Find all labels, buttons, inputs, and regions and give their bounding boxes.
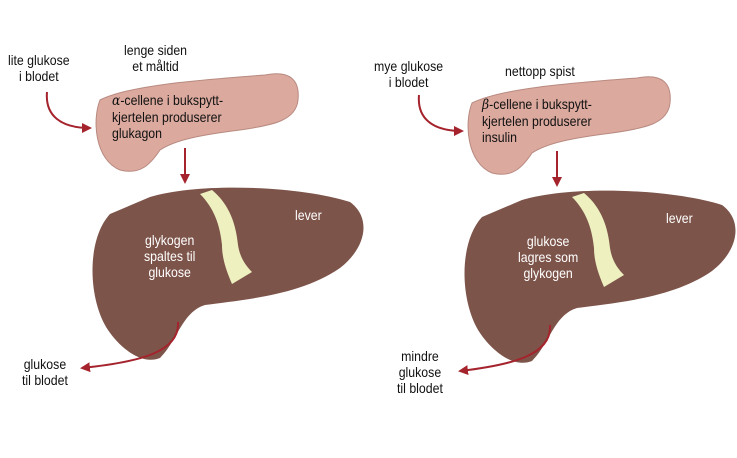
left-liver-label: lever [295, 207, 322, 223]
gallbladder-left [200, 190, 252, 284]
pancreas-right [467, 76, 671, 175]
gallbladder-right [572, 193, 624, 287]
right-pancreas-text: β-cellene i bukspytt- kjertelen produser… [482, 96, 592, 145]
left-pancreas-text: α-cellene i bukspytt- kjertelen produser… [112, 92, 224, 141]
pancreas-left [95, 73, 299, 172]
arrow-input-left [45, 91, 92, 133]
alpha-symbol: α [112, 93, 121, 109]
right-liver-label: lever [666, 210, 693, 226]
right-time-label: nettopp spist [505, 63, 575, 79]
beta-symbol: β [482, 97, 490, 113]
arrow-output-right [458, 324, 552, 376]
arrow-output-left [80, 321, 180, 373]
arrow-input-right [417, 94, 464, 136]
